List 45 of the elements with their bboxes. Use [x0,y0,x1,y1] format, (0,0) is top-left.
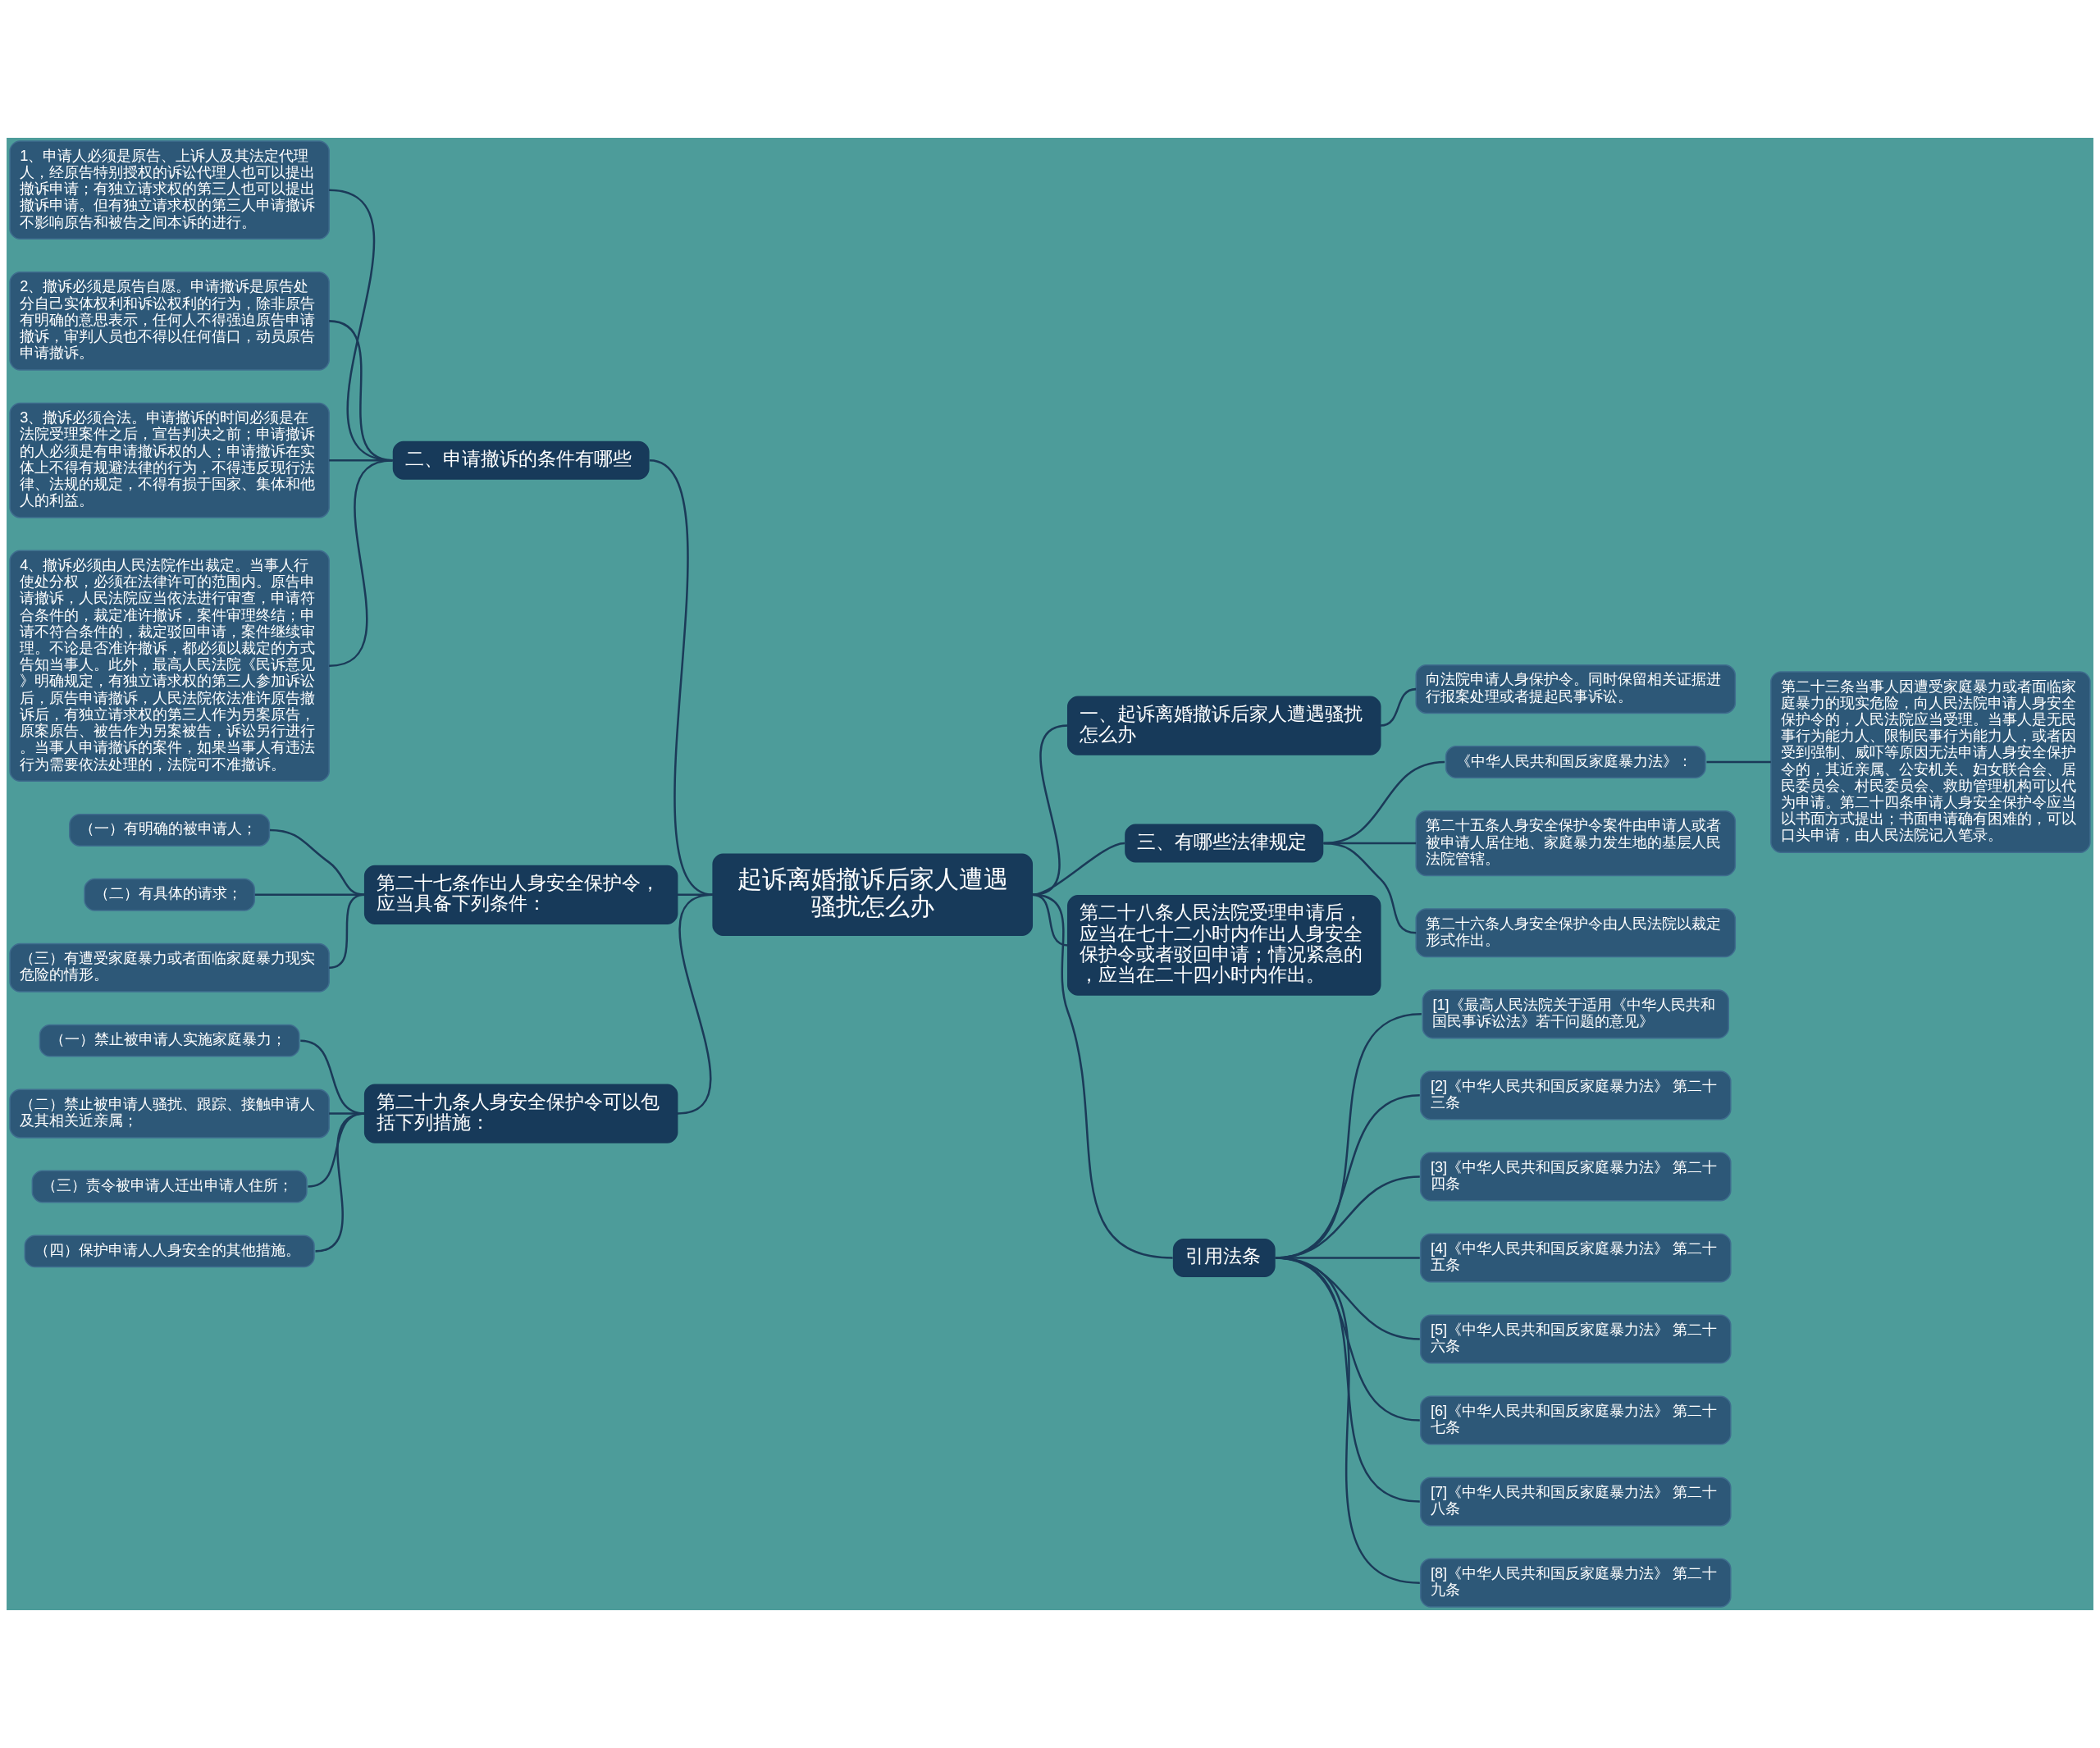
node-box: [1]《最高人民法院关于适用《中华人民共和国民事诉讼法》若干问题的意见》 [1422,989,1730,1039]
node-box: 引用法条 [1172,1238,1276,1277]
node-box: [4]《中华人民共和国反家庭暴力法》 第二十五条 [1420,1233,1732,1283]
connector [1323,842,1417,934]
node-box: （二）有具体的请求； [84,878,255,911]
connector [1706,760,1771,764]
connector [1380,687,1417,727]
node-box: 3、撤诉必须合法。申请撤诉的时间必须是在法院受理案件之后，宣告判决之前；申请撤诉的人必须是有申请撤诉权的人；申请撤诉在实体上不得有规避法律的行为，不得违反现行法律、法规的规定，不得有损于国家、集体和他人的利益。 [9,402,330,518]
node-box: [3]《中华人民共和国反家庭暴力法》 第二十四条 [1420,1152,1732,1202]
node-box: 4、撤诉必须由人民法院作出裁定。当事人行使处分权，必须在法律许可的范围内。原告申请撤诉，人民法院应当依法进行审查，申请符合条件的，裁定准许撤诉，案件审理终结；申请不符合条件的，裁定驳回申请，案件继续审理。不论是否准许撤诉，都必须以裁定的方式告知当事人。此外，最高人民法院《民诉意见》明确规定，有独立请求权的第三人参加诉讼后，原告申请撤诉，人民法院依法准许原告撤诉后，有独立请求权的第三人作为另案原告，原案原告、被告作为另案被告，诉讼另行进行。当事人申请撤诉的案件，如果当事人有违法行为需要依法处理的，法院可不准撤诉。 [9,550,330,783]
connector [649,459,714,896]
node-box: （三）责令被申请人迁出申请人住所； [31,1170,308,1203]
connector [328,893,365,969]
connector [1032,893,1173,1259]
node-box: 2、撤诉必须是原告自愿。申请撤诉是原告处分自己实体权利和诉讼权利的行为，除非原告有明确的意思表示，任何人不得强迫原告申请撤诉，审判人员也不得以任何借口，动员原告申请撤诉。 [9,271,330,371]
node-box: 第二十八条人民法院受理申请后，应当在七十二小时内作出人身安全保护令或者驳回申请；情况紧急的，应当在二十四小时内作出。 [1066,895,1381,996]
node-box: [7]《中华人民共和国反家庭暴力法》 第二十八条 [1420,1476,1732,1527]
node-box: 第二十九条人身安全保护令可以包括下列措施： [363,1084,678,1143]
node-box: 第二十五条人身安全保护令案件由申请人或者被申请人居住地、家庭暴力发生地的基层人民法院管辖。 [1415,810,1737,877]
connector [269,828,365,897]
node-box: 三、有哪些法律规定 [1125,824,1324,863]
connector [677,893,714,1115]
node-box: 《中华人民共和国反家庭暴力法》： [1445,746,1706,778]
node-box: [5]《中华人民共和国反家庭暴力法》 第二十六条 [1420,1314,1732,1364]
node-box: （四）保护申请人人身安全的其他措施。 [24,1235,315,1268]
node-box: [8]《中华人民共和国反家庭暴力法》 第二十九条 [1420,1558,1732,1608]
node-box: 起诉离婚撤诉后家人遭遇骚扰怎么办 [712,853,1034,937]
node-box: 1、申请人必须是原告、上诉人及其法定代理人，经原告特别授权的诉讼代理人也可以提出撤诉申请；有独立请求权的第三人也可以提出撤诉申请。但有独立请求权的第三人申请撤诉不影响原告和被告之间本诉的进行。 [9,140,330,240]
connector [328,459,393,668]
node-box: [2]《中华人民共和国反家庭暴力法》 第二十三条 [1420,1070,1732,1120]
connector [308,1112,365,1188]
connector [1032,842,1125,896]
node-box: 第二十三条当事人因遭受家庭暴力或者面临家庭暴力的现实危险，向人民法院申请人身安全保护令的，人民法院应当受理。当事人是无民事行为能力人、限制民事行为能力人，或者因受到强制、威吓等原因无法申请人身安全保护令的，其近亲属、公安机关、妇女联合会、居民委员会、村民委员会、救助管理机构可以代为申请。第二十四条申请人身安全保护令应当以书面方式提出；书面申请确有困难的，可以口头申请，由人民法院记入笔录。 [1770,671,2091,853]
node-box: 向法院申请人身保护令。同时保留相关证据进行报案处理或者提起民事诉讼。 [1415,664,1737,714]
node-box: 一、起诉离婚撤诉后家人遭遇骚扰怎么办 [1066,696,1381,755]
node-box: [6]《中华人民共和国反家庭暴力法》 第二十七条 [1420,1395,1732,1445]
node-box: （三）有遭受家庭暴力或者面临家庭暴力现实危险的情形。 [9,942,330,993]
connector [1275,1257,1420,1584]
connector [315,1112,365,1253]
node-box: （一）禁止被申请人实施家庭暴力； [39,1024,300,1057]
node-box: 第二十七条作出人身安全保护令，应当具备下列条件： [363,865,678,924]
node-box: 第二十六条人身安全保护令由人民法院以裁定形式作出。 [1415,908,1737,958]
node-box: 二、申请撤诉的条件有哪些 [392,440,650,480]
node-box: （二）禁止被申请人骚扰、跟踪、接触申请人及其相关近亲属； [9,1089,330,1139]
node-box: （一）有明确的被申请人； [69,813,271,847]
